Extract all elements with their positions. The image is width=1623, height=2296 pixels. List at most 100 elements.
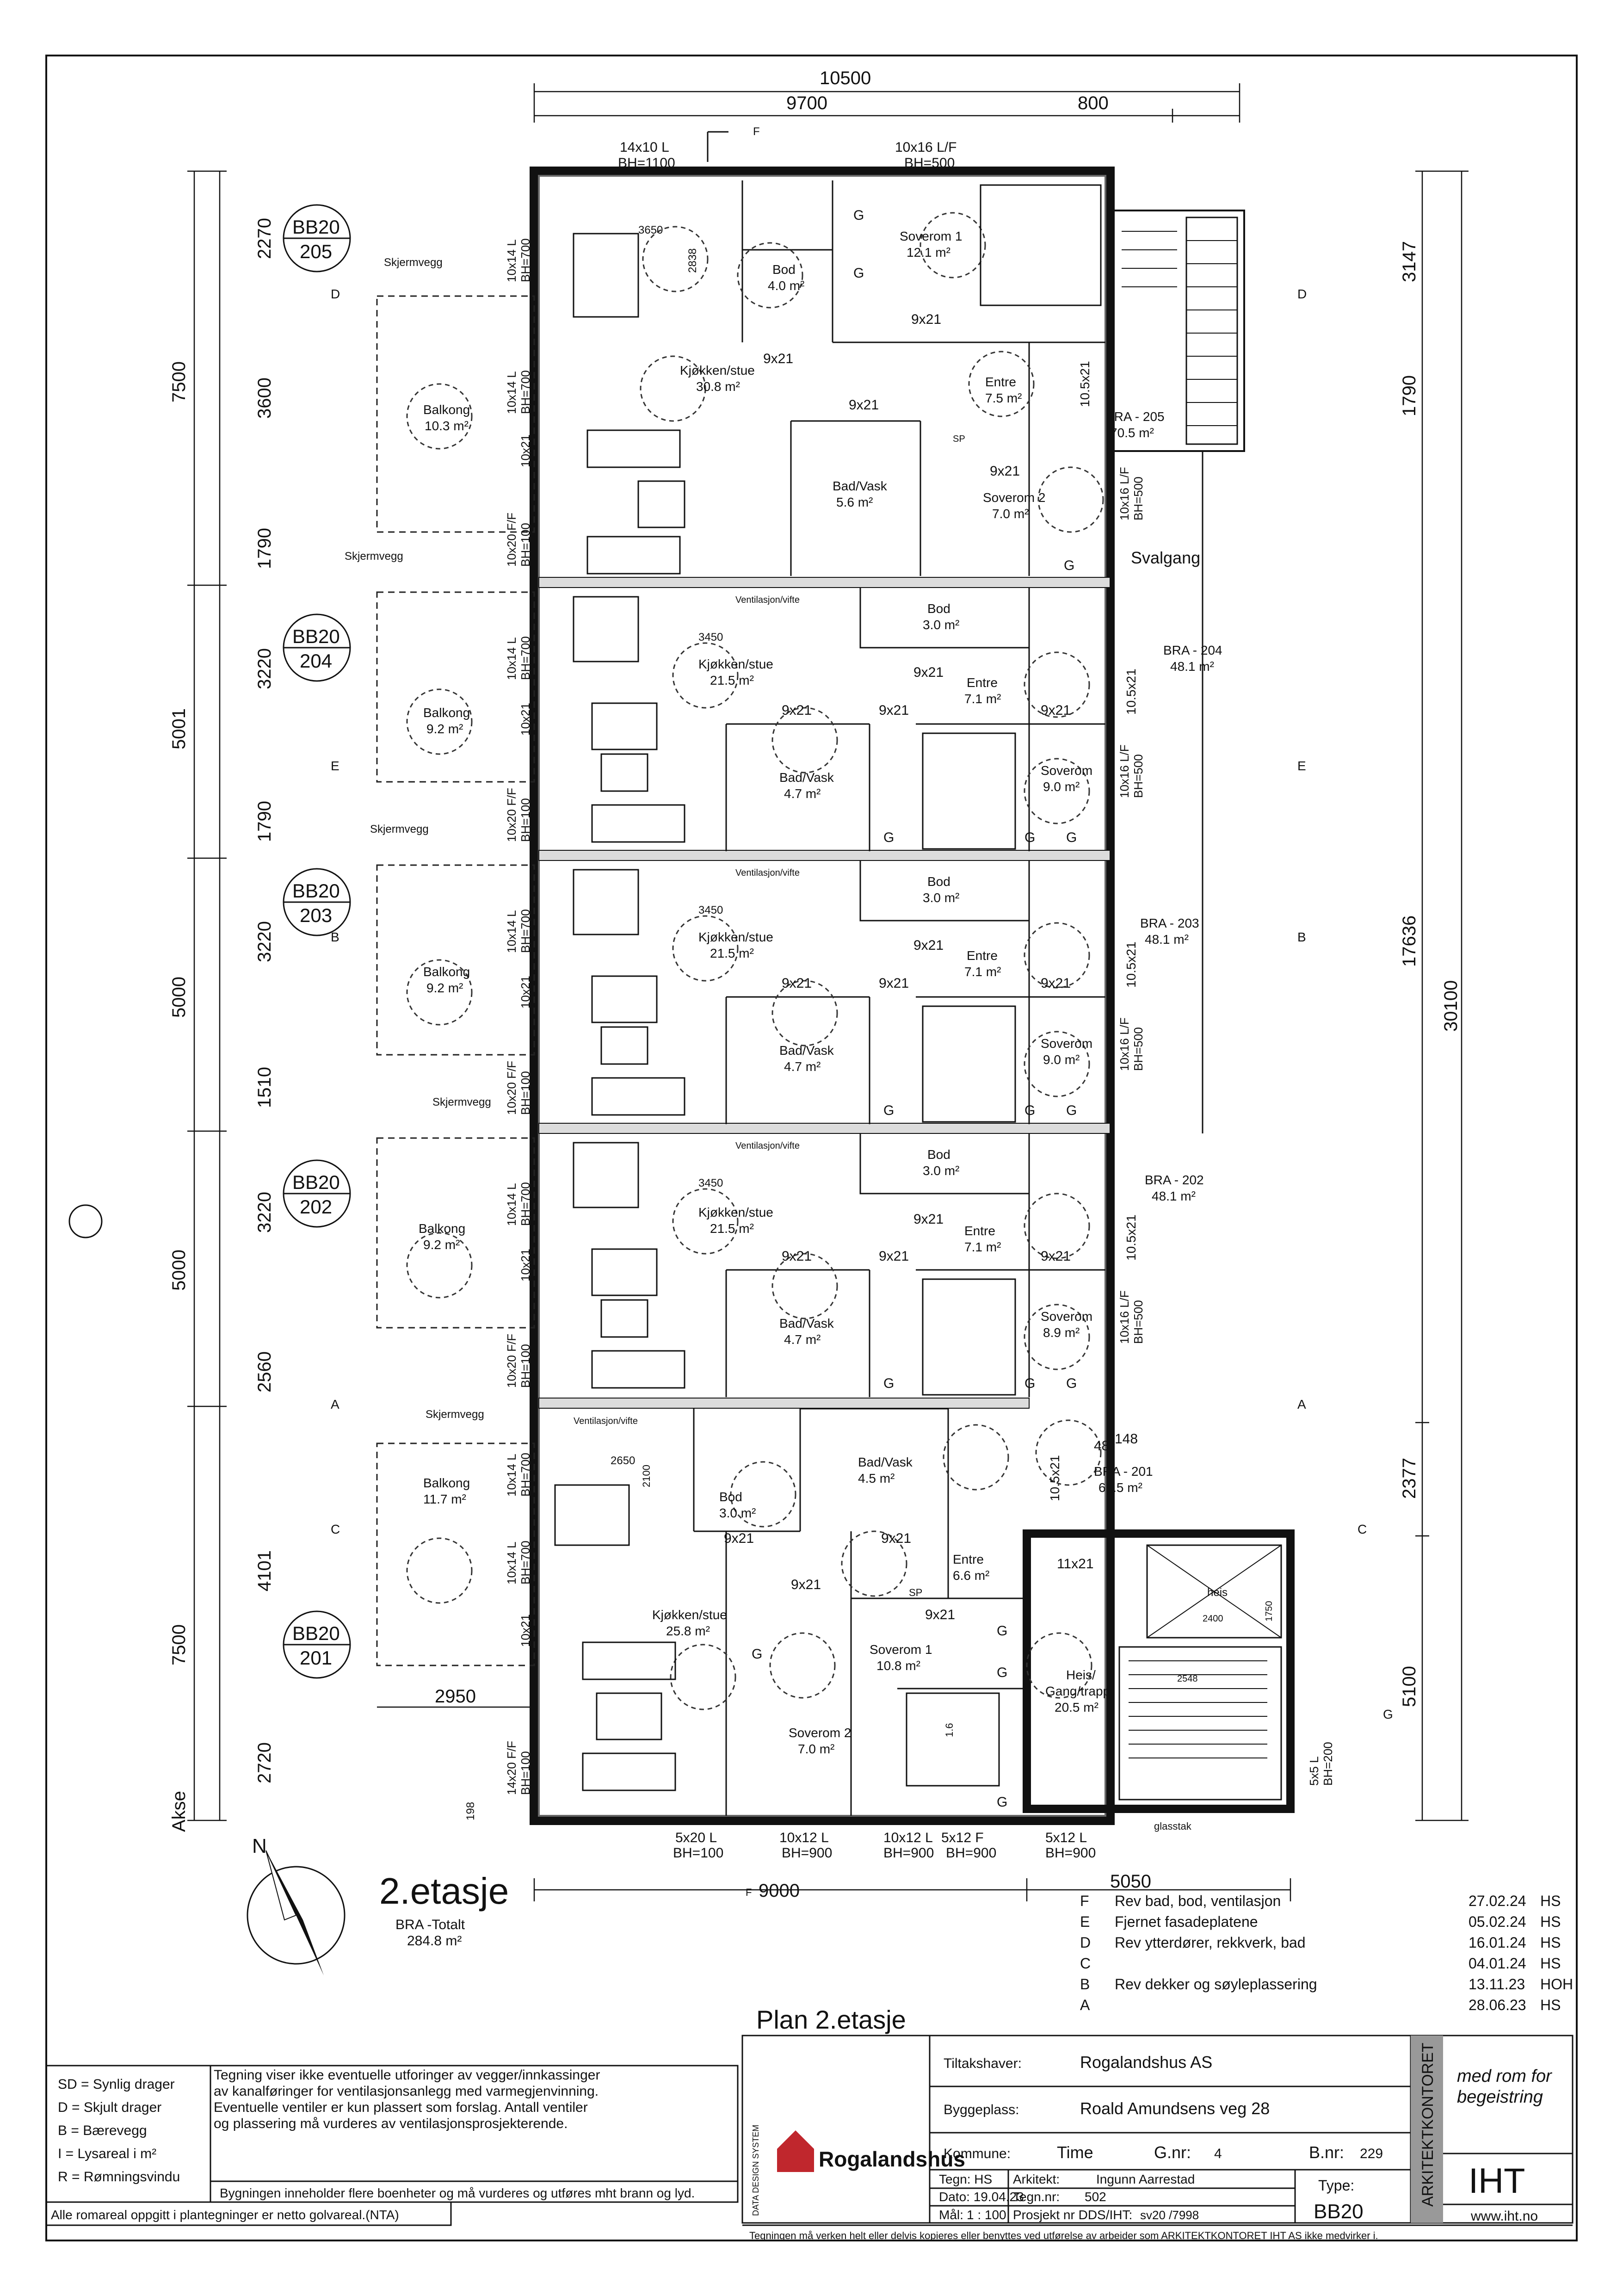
u202-bad-area: 4.7 m²: [784, 1332, 821, 1347]
dim-left: 9700: [786, 93, 827, 113]
plan-label: 229: [1360, 2146, 1383, 2161]
u203-soverom-area: 9.0 m²: [1043, 1052, 1080, 1067]
plan-label: G: [883, 1376, 894, 1391]
legend-notes: SD = Synlig drager D = Skjult drager B =…: [45, 2065, 739, 2226]
u204-bad: Bad/Vask: [779, 770, 834, 785]
plan-label: 2400: [1203, 1614, 1223, 1624]
plan-label: 10x16 L/F: [1117, 1017, 1131, 1071]
u205-entre-area: 7.5 m²: [985, 391, 1022, 405]
axis-a-right: A: [1297, 1397, 1306, 1411]
plan-label: 10x14 L: [505, 637, 518, 680]
plan-label: 5x20 L: [675, 1830, 717, 1845]
dim-left-inner-1: 2270: [254, 218, 275, 259]
dim-left-inner-10: 4101: [254, 1550, 275, 1591]
heis-room-label-2: Gang/trapp: [1045, 1684, 1110, 1698]
plan-label: Eventuelle ventiler er kun plassert som …: [214, 2100, 588, 2115]
unit-205-num: 205: [300, 241, 332, 262]
heis-room-label: Heis/: [1066, 1668, 1096, 1682]
dds-label: DATA DESIGN SYSTEM: [751, 2125, 760, 2216]
akse-label: Akse: [169, 1791, 189, 1832]
interior-partitions: [693, 180, 1105, 1816]
plan-label: 10x20 F/F: [505, 513, 518, 567]
u202-bod-area: 3.0 m²: [923, 1163, 959, 1178]
plan-label: HOH: [1540, 1976, 1573, 1993]
u202-entre-area: 7.1 m²: [964, 1240, 1001, 1254]
plan-label: 10x16 L/F: [1117, 1290, 1131, 1344]
plan-name: Plan 2.etasje: [756, 2005, 906, 2034]
u205-soverom2-area: 7.0 m²: [992, 507, 1029, 521]
u204-balkong: Balkong: [423, 706, 470, 720]
room-circles: [406, 212, 1104, 1710]
plan-label: av kanalføringer for ventilasjonsanlegg …: [214, 2084, 599, 2099]
plan-label: 10.5x21: [1124, 668, 1138, 715]
dim-left-inner-6: 3220: [254, 921, 275, 962]
dim-left-outer-5: 7500: [169, 1624, 189, 1665]
plan-label: Rev bad, bod, ventilasjon: [1115, 1893, 1281, 1909]
u202-soverom: Soverom: [1041, 1309, 1092, 1324]
u203-bad: Bad/Vask: [779, 1043, 834, 1058]
plan-label: 2950: [435, 1686, 476, 1707]
plan-label: BH=700: [518, 636, 532, 680]
plan-label: BH=500: [1131, 477, 1145, 520]
dim-right-d: 5100: [1399, 1666, 1419, 1707]
unit-tag-201: BB20 201: [283, 1610, 351, 1679]
plan-label: G: [1066, 1103, 1077, 1118]
plan-label: 9x21: [911, 312, 941, 327]
u205-bod: Bod: [772, 262, 796, 277]
plan-label: BH=100: [673, 1845, 723, 1861]
left-dimensions: 7500 5001 5000 5000 7500 2270 3600 1790 …: [169, 170, 275, 1832]
u205-entre: Entre: [985, 375, 1016, 389]
u202-soverom-area: 8.9 m²: [1043, 1325, 1080, 1340]
u201-bod-area: 3.0 m²: [719, 1506, 756, 1520]
plan-label: G: [997, 1795, 1007, 1810]
plan-label: G: [1066, 830, 1077, 845]
u204-entre: Entre: [967, 675, 998, 690]
u202-balkong: Balkong: [419, 1221, 465, 1236]
plan-label: Tiltakshaver:: [944, 2056, 1022, 2071]
u202-bad: Bad/Vask: [779, 1316, 834, 1331]
plan-label: BH=100: [518, 523, 532, 567]
plan-label: BH=700: [518, 370, 532, 414]
plan-label: 10x16 L/F: [1117, 467, 1131, 520]
plan-label: 13.11.23: [1469, 1976, 1525, 1993]
dim-left-inner-7: 1510: [254, 1067, 275, 1108]
plan-label: 10.5x21: [1124, 941, 1138, 988]
plan-label: G.nr:: [1154, 2143, 1191, 2162]
axis-d-right: D: [1297, 287, 1307, 301]
plan-label: 3450: [698, 1177, 723, 1189]
plan-label: 9x21: [879, 1249, 909, 1264]
u203-soverom: Soverom: [1041, 1036, 1092, 1051]
plan-label: 9x21: [913, 1212, 944, 1227]
plan-label: HS: [1540, 1955, 1561, 1972]
plan-label: Fjernet fasadeplatene: [1115, 1913, 1258, 1930]
u205-kjokken-area: 30.8 m²: [696, 379, 740, 394]
plan-label: Rev ytterdører, rekkverk, bad: [1115, 1934, 1306, 1951]
plan-label: 9x21: [1041, 976, 1071, 991]
u205-soverom2: Soverom 2: [983, 490, 1045, 505]
plan-label: 10x16 L/F: [1117, 744, 1131, 798]
plan-label: 10x12 L: [779, 1830, 829, 1845]
plan-label: 9x21: [1041, 1249, 1071, 1264]
bra-total-label: BRA -Totalt: [395, 1917, 465, 1932]
plan-label: HS: [1540, 1893, 1561, 1909]
u201-bra-val: 61.5 m²: [1098, 1480, 1142, 1495]
sheet-frame: [45, 55, 1578, 2241]
u205-bra: BRA - 205: [1105, 409, 1165, 424]
g-markers: G G G G G G G G G G G G G G G G SP SP: [752, 208, 1077, 1810]
u204-entre-area: 7.1 m²: [964, 692, 1001, 706]
axis-a-left: A: [331, 1397, 339, 1411]
top-dimensions: 10500 9700 800: [533, 68, 1240, 123]
ark-vertical: ARKITEKTKONTORET: [1419, 2042, 1437, 2207]
axis-b-right: B: [1297, 930, 1306, 944]
plan-label: BH=700: [518, 1453, 532, 1497]
dim-bottom-width: 9000: [759, 1881, 800, 1901]
plan-label: 10x21: [518, 703, 532, 736]
u201-soverom1-area: 10.8 m²: [876, 1659, 920, 1673]
building-walls: [530, 167, 1295, 1825]
svalgang-label: Svalgang: [1131, 548, 1200, 567]
plan-label: G: [1024, 1103, 1035, 1118]
plan-label: SP: [909, 1587, 922, 1598]
axis-f-bottom: F: [746, 1887, 752, 1898]
plan-label: BH=900: [883, 1845, 934, 1861]
plan-label: 10x21: [518, 976, 532, 1009]
